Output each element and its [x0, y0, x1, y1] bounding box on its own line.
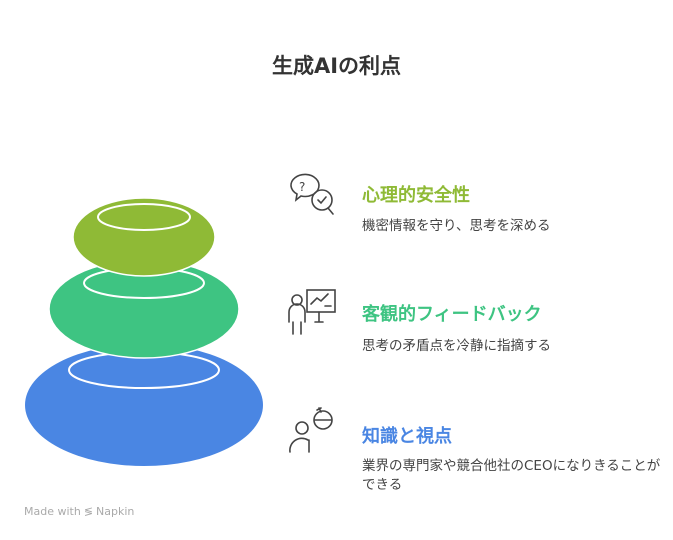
layer-top	[72, 197, 216, 277]
item-heading-objective-feedback: 客観的フィードバック	[362, 304, 542, 325]
person-perspective-icon	[289, 407, 333, 453]
svg-text:?: ?	[299, 180, 305, 194]
presenter-chart-icon	[288, 289, 336, 335]
question-check-chat-icon: ?	[290, 173, 334, 215]
item-heading-knowledge-perspective: 知識と視点	[362, 426, 452, 447]
made-with-napkin-footer: Made with ≶ Napkin	[24, 505, 134, 518]
item-description-knowledge-perspective: 業界の専門家や競合他社のCEOになりきることができる	[362, 458, 661, 493]
item-heading-psychological-safety: 心理的安全性	[362, 185, 470, 206]
made-with-label: Made with	[24, 505, 81, 518]
page-title: 生成AIの利点	[271, 54, 402, 78]
layer-bottom	[25, 344, 263, 466]
napkin-brand: Napkin	[96, 505, 135, 518]
item-description-psychological-safety: 機密情報を守り、思考を深める	[362, 218, 551, 234]
item-description-objective-feedback: 思考の矛盾点を冷静に指摘する	[362, 338, 551, 354]
napkin-logo-icon: ≶	[83, 505, 94, 518]
